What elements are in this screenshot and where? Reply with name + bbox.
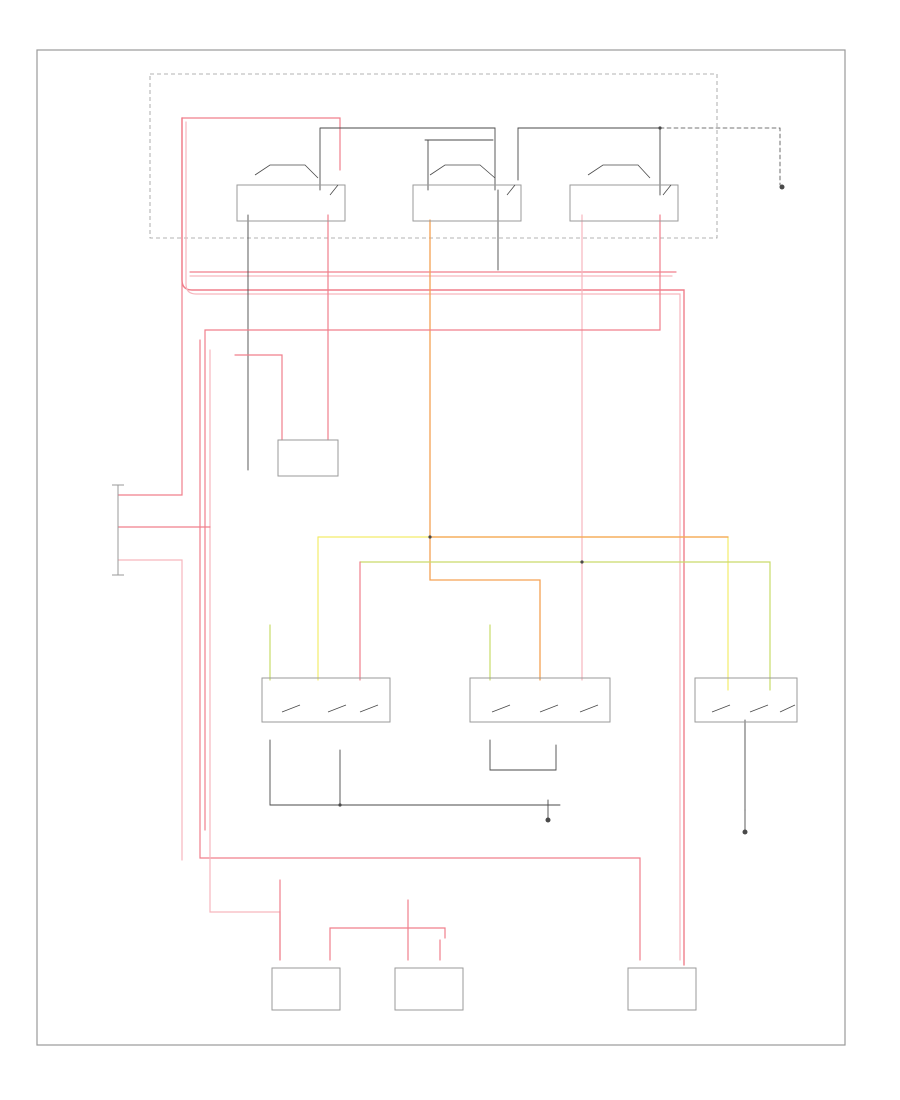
relay2-orange-wire <box>429 219 541 681</box>
grounds <box>545 184 785 835</box>
bottom-red-wire-2 <box>279 879 441 961</box>
harness-wire-2 <box>185 121 681 961</box>
trunk-switch <box>694 677 798 723</box>
wire-harness <box>117 117 781 966</box>
diagram-border <box>36 49 846 1046</box>
relay-contacts <box>254 164 672 196</box>
bottom-red-wire <box>329 899 446 961</box>
relay3-red-wire <box>204 214 661 831</box>
left-door-switch <box>469 677 611 723</box>
green-crossbar <box>359 561 771 691</box>
left-door-actuator <box>271 967 341 1011</box>
relay-group <box>236 164 679 222</box>
mid-switch-ground <box>489 739 557 771</box>
relay-block-outline <box>149 73 718 239</box>
relay-bus-dashed <box>659 127 781 186</box>
feed-wire-top <box>181 117 341 171</box>
harness-wire-1 <box>181 117 685 966</box>
splice-dots <box>338 126 662 807</box>
switch-feed-wire <box>234 354 283 441</box>
right-door-switch <box>261 677 391 723</box>
yellow-crossbar <box>317 536 729 691</box>
relay-bus-black-2 <box>424 127 519 191</box>
relay-3 <box>569 184 679 222</box>
ground-point-3 <box>779 184 785 190</box>
left-switch-wire-1 <box>117 117 183 496</box>
relay-2 <box>412 184 522 222</box>
ground-point-2 <box>742 829 748 835</box>
relay-1 <box>236 184 346 222</box>
ground-point-1 <box>545 817 551 823</box>
steering-switch <box>277 439 339 477</box>
left-switch-wire-3 <box>117 559 183 861</box>
actuators <box>271 967 697 1011</box>
switch-ground-wire <box>269 739 561 806</box>
left-switch <box>112 484 124 576</box>
right-door-actuator <box>394 967 464 1011</box>
left-loop-wire <box>199 339 641 961</box>
trunk-actuator <box>627 967 697 1011</box>
lock-switches <box>261 677 798 723</box>
switch-contacts <box>281 704 796 713</box>
